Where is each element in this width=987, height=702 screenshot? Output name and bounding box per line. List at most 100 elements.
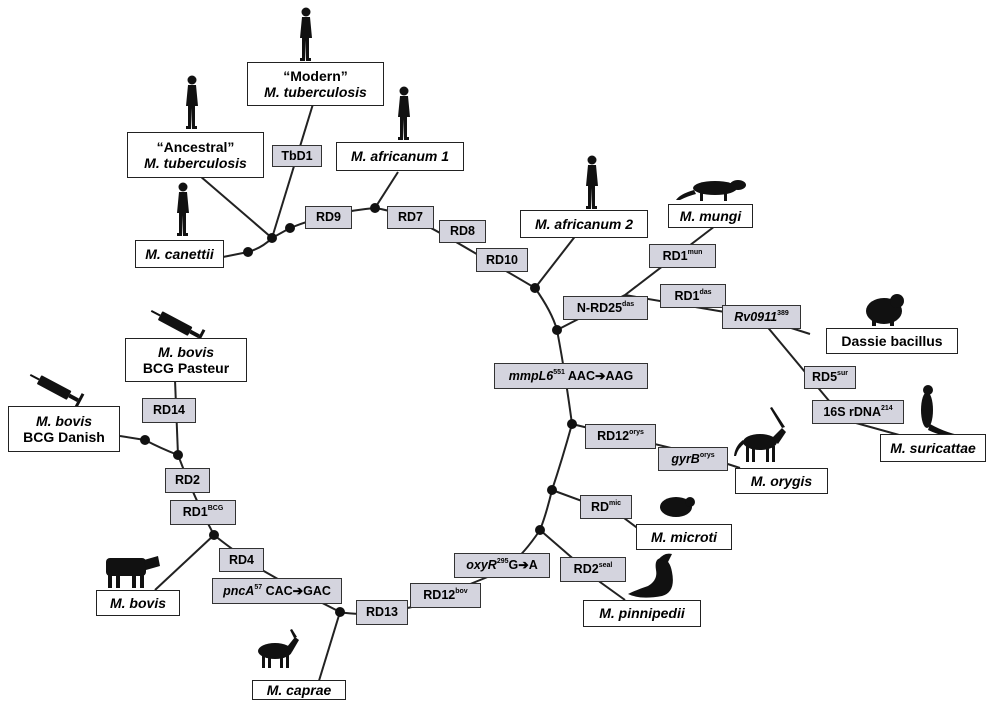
- label-suricattae: M. suricattae: [880, 434, 986, 462]
- seal-icon: [628, 553, 673, 598]
- marker-n-rd25: N-RD25das: [563, 296, 648, 320]
- node: [267, 233, 277, 243]
- marker-rd8: RD8: [439, 220, 486, 243]
- tbd1-text: TbD1: [281, 148, 313, 163]
- silhouettes: [29, 7, 965, 668]
- marker-rd13: RD13: [356, 600, 408, 625]
- label-microti: M. microti: [636, 524, 732, 550]
- label-caprae: M. caprae: [252, 680, 346, 700]
- node: [535, 525, 545, 535]
- node: [547, 485, 557, 495]
- marker-gyrb-orys: gyrBorys: [658, 447, 728, 471]
- bcg-pasteur-strain: BCG Pasteur: [142, 360, 230, 376]
- node: [285, 223, 295, 233]
- human-icon: [586, 155, 598, 209]
- branch-africanum1: [374, 171, 399, 209]
- label-mungi: M. mungi: [668, 204, 753, 228]
- marker-rd1-bcg: RD1BCG: [170, 500, 236, 525]
- rd5-sur-text: RD5sur: [812, 370, 848, 385]
- marker-rd-mic: RDmic: [580, 495, 632, 519]
- bovis-text: M. bovis: [109, 594, 166, 611]
- human-icon: [300, 7, 312, 61]
- label-ancestral-tuberculosis: “Ancestral”M. tuberculosis: [127, 132, 264, 178]
- rd1-bcg-text: RD1BCG: [182, 505, 224, 520]
- marker-rv0911: Rv0911389: [722, 305, 801, 329]
- bcg-danish-species: M. bovis: [35, 412, 92, 429]
- branch-nodes: [140, 203, 577, 617]
- africanum1-text: M. africanum 1: [350, 148, 450, 165]
- branch-pinnipedii: [539, 529, 626, 601]
- meerkat-icon: [921, 385, 965, 439]
- node: [530, 283, 540, 293]
- marker-rd12-bov: RD12bov: [410, 583, 481, 608]
- cow-icon: [106, 556, 160, 588]
- label-canettii: M. canettii: [135, 240, 224, 268]
- node: [173, 450, 183, 460]
- marker-rd14: RD14: [142, 398, 196, 423]
- marker-rd5-sur: RD5sur: [804, 366, 856, 389]
- label-dassie-bacillus: Dassie bacillus: [826, 328, 958, 354]
- rd12-orys-text: RD12orys: [597, 429, 644, 444]
- marker-rd7: RD7: [387, 206, 434, 229]
- human-icon: [177, 182, 189, 236]
- syringe-icon: [29, 373, 85, 409]
- marker-rd1-mun: RD1mun: [649, 244, 716, 268]
- pnca-text: pncA57 CAC➔GAC: [223, 583, 331, 598]
- modern-qualifier: “Modern”: [283, 67, 348, 84]
- label-africanum-2: M. africanum 2: [520, 210, 648, 238]
- bcg-danish-strain: BCG Danish: [23, 429, 105, 445]
- hyrax-icon: [866, 294, 904, 326]
- rd1-mun-text: RD1mun: [662, 248, 703, 263]
- rd-mic-text: RDmic: [590, 499, 622, 514]
- rd8-text: RD8: [449, 224, 475, 239]
- rd9-text: RD9: [315, 210, 341, 225]
- label-africanum-1: M. africanum 1: [336, 142, 464, 171]
- label-orygis: M. orygis: [735, 468, 828, 494]
- marker-rd12-orys: RD12orys: [585, 424, 656, 449]
- branch-modern: [271, 103, 314, 239]
- goat-icon: [258, 629, 299, 668]
- node: [335, 607, 345, 617]
- marker-pnca: pncA57 CAC➔GAC: [212, 578, 342, 604]
- rd4-text: RD4: [228, 552, 254, 567]
- rd12-bov-text: RD12bov: [423, 588, 468, 603]
- label-bovis: M. bovis: [96, 590, 180, 616]
- human-icon: [398, 86, 410, 140]
- marker-rd1-das: RD1das: [660, 284, 726, 308]
- node: [552, 325, 562, 335]
- label-modern-tuberculosis: “Modern”M. tuberculosis: [247, 62, 384, 106]
- caprae-text: M. caprae: [266, 681, 332, 698]
- node: [243, 247, 253, 257]
- suricattae-text: M. suricattae: [890, 439, 976, 456]
- ancestral-species: M. tuberculosis: [144, 155, 247, 171]
- rd2-text: RD2: [174, 473, 200, 488]
- marker-rd2: RD2: [165, 468, 210, 493]
- marker-mmpl6: mmpL6551 AAC➔AAG: [494, 363, 648, 389]
- bcg-pasteur-species: M. bovis: [157, 343, 214, 360]
- label-pinnipedii: M. pinnipedii: [583, 600, 701, 627]
- pinnipedii-text: M. pinnipedii: [599, 605, 685, 622]
- branch-caprae: [317, 611, 341, 685]
- vole-icon: [660, 497, 695, 517]
- rv0911-text: Rv0911389: [734, 309, 789, 324]
- node: [140, 435, 150, 445]
- microti-text: M. microti: [650, 528, 718, 545]
- branch-bovis: [154, 534, 215, 591]
- mungi-text: M. mungi: [679, 207, 742, 224]
- marker-rd4: RD4: [219, 548, 264, 572]
- rd2-seal-text: RD2seal: [573, 562, 613, 577]
- canettii-text: M. canettii: [145, 245, 214, 262]
- africanum2-text: M. africanum 2: [534, 215, 634, 232]
- orygis-text: M. orygis: [750, 472, 813, 489]
- marker-16s-rdna: 16S rDNA214: [812, 400, 904, 424]
- branch-africanum2: [534, 229, 581, 289]
- s16-text: 16S rDNA214: [823, 404, 893, 419]
- rd10-text: RD10: [486, 252, 518, 267]
- marker-tbd1: TbD1: [272, 145, 322, 167]
- ancestral-qualifier: “Ancestral”: [156, 138, 235, 155]
- marker-rd2-seal: RD2seal: [560, 557, 626, 582]
- modern-species: M. tuberculosis: [264, 84, 367, 100]
